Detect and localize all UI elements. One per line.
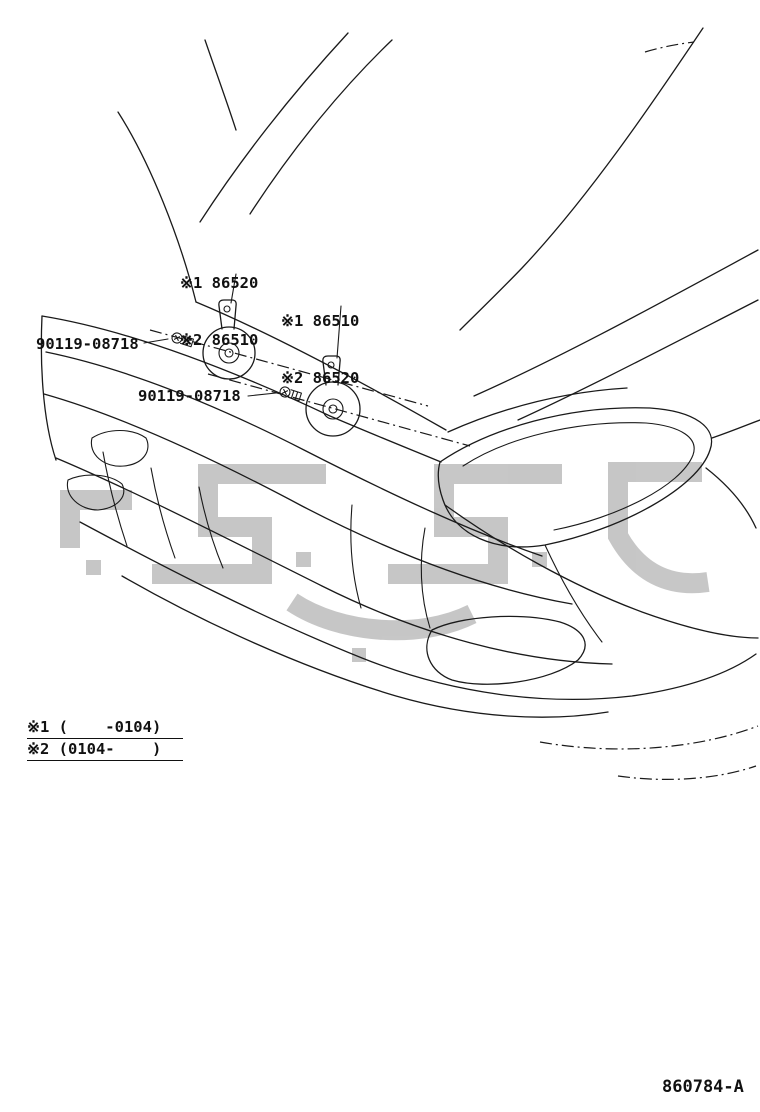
footnote-1: ※1 ( -0104): [27, 717, 183, 739]
footnotes: ※1 ( -0104) ※2 (0104- ): [27, 717, 183, 761]
horn-left-label-line1: ※1 86520: [180, 274, 259, 292]
drawing-number: 860784-A: [662, 1077, 744, 1097]
bolt-left-icon: [171, 332, 195, 348]
horn-left-label: ※1 86520 ※2 86510: [180, 236, 258, 388]
horn-left-label-line2: ※2 86510: [180, 331, 259, 349]
horn-right-label: ※1 86510 ※2 86520: [281, 274, 359, 426]
horn-right-part: [305, 355, 361, 437]
horn-left-part: [202, 299, 256, 380]
watermark-logo: [60, 462, 710, 662]
horn-right-label-line2: ※2 86520: [281, 369, 360, 387]
horn-right-label-line1: ※1 86510: [281, 312, 360, 330]
leader-lines: [143, 273, 342, 397]
footnote-2: ※2 (0104- ): [27, 739, 183, 761]
car-front-outline: [40, 27, 760, 718]
bolt-right-label: 90119-08718: [138, 387, 241, 405]
bolt-right-icon: [279, 386, 303, 402]
bolt-left-label: 90119-08718: [36, 335, 139, 353]
centerlines: [149, 41, 759, 781]
